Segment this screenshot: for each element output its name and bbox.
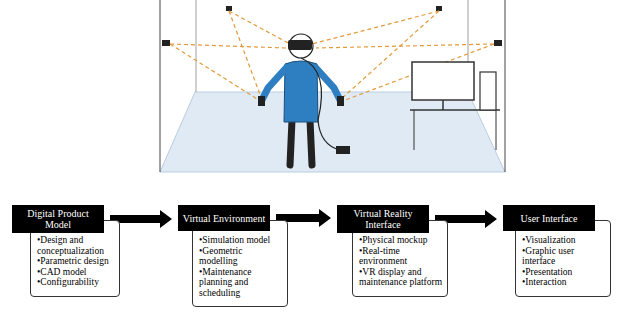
vr-room-illustration [0, 0, 643, 200]
bullet-item: •Design and conceptualization [37, 235, 115, 256]
floor [160, 92, 505, 172]
header-text: Virtual Environment [183, 213, 265, 224]
bullet-box: •Simulation model•Geometric modelling•Ma… [192, 220, 288, 307]
bullet-item: •Real-time environment [359, 246, 443, 267]
base-station [226, 6, 232, 11]
desk-computer [410, 62, 500, 150]
text-holder: •Physical mockup•Real-time environment•V… [359, 235, 443, 288]
bullet-item: •Parametric design [37, 256, 115, 267]
text-holder: •Design and conceptualization•Parametric… [37, 235, 115, 288]
bullet-item: •Simulation model [199, 235, 283, 246]
bullet-item: •Presentation [522, 267, 606, 278]
tracking-lines [170, 11, 494, 102]
bullet-box: •Visualization•Graphic user interface•Pr… [515, 220, 611, 297]
wall-line [196, 0, 197, 92]
vr-user [258, 34, 350, 165]
text-holder: User Interface [521, 213, 578, 224]
base-station [436, 6, 442, 11]
bullet-item: •Graphic user interface [522, 246, 606, 267]
bullet-item: •Physical mockup [359, 235, 443, 246]
header-box: Digital Product Model [12, 205, 104, 233]
header-text: Virtual Reality Interface [341, 208, 425, 230]
bullet-item: •Geometric modelling [199, 246, 283, 267]
header-box: Virtual Reality Interface [337, 205, 429, 233]
header-text: User Interface [521, 213, 578, 224]
header-box: Virtual Environment [178, 205, 270, 231]
bullet-item: •Visualization [522, 235, 606, 246]
wall-line [505, 0, 506, 172]
base-station [494, 40, 502, 46]
text-holder: •Visualization•Graphic user interface•Pr… [522, 235, 606, 288]
wall-line [160, 0, 161, 172]
header-box: User Interface [503, 205, 595, 231]
text-holder: •Simulation model•Geometric modelling•Ma… [199, 235, 283, 298]
bullet-item: •VR display and maintenance platform [359, 267, 443, 288]
bullet-item: •CAD model [37, 267, 115, 278]
text-holder: Digital Product Model [16, 208, 100, 230]
base-station [162, 40, 170, 46]
bullet-item: •Maintenance planning and scheduling [199, 267, 283, 299]
header-text: Digital Product Model [16, 208, 100, 230]
bullet-item: •Configurability [37, 277, 115, 288]
text-holder: Virtual Environment [183, 213, 265, 224]
text-holder: Virtual Reality Interface [341, 208, 425, 230]
bullet-item: •Interaction [522, 277, 606, 288]
